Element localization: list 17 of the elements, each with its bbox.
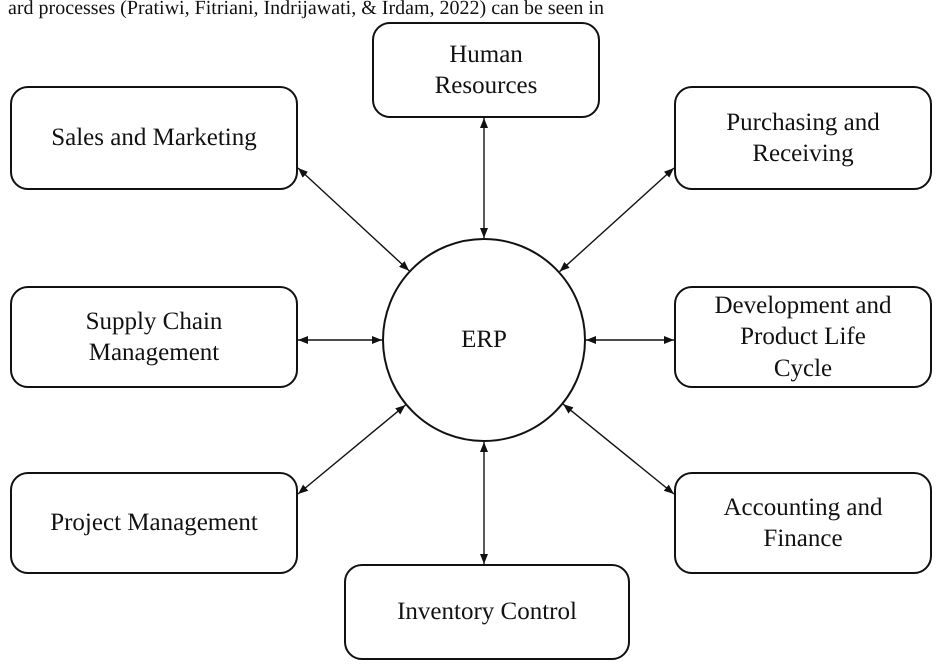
- hub-circle: ERP: [382, 238, 586, 442]
- double-arrow: [480, 442, 488, 564]
- module-box: Inventory Control: [344, 564, 630, 660]
- double-arrow: [298, 404, 406, 495]
- module-box: Accounting and Finance: [674, 472, 932, 574]
- double-arrow: [298, 336, 382, 344]
- double-arrow: [562, 404, 674, 495]
- double-arrow: [586, 336, 674, 344]
- module-box: Development and Product Life Cycle: [674, 286, 932, 388]
- double-arrow: [480, 118, 488, 238]
- module-box: Supply Chain Management: [10, 286, 298, 388]
- double-arrow: [559, 167, 674, 272]
- double-arrow: [298, 167, 410, 272]
- module-box: Purchasing and Receiving: [674, 86, 932, 190]
- module-box: Project Management: [10, 472, 298, 574]
- module-box: Sales and Marketing: [10, 86, 298, 190]
- module-box: Human Resources: [372, 22, 600, 118]
